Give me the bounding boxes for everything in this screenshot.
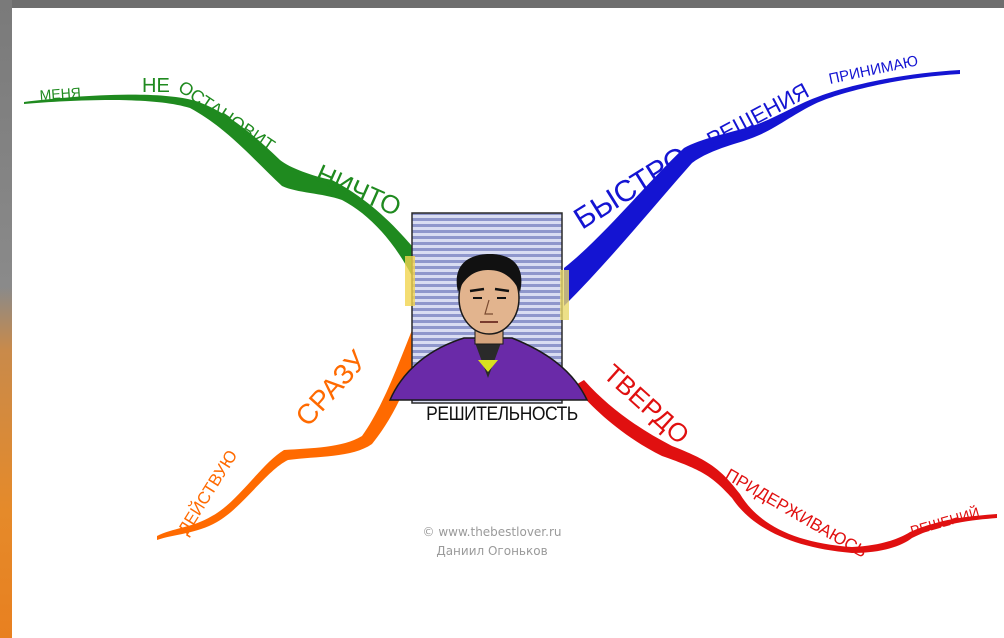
eyebrows <box>469 287 510 293</box>
portrait-left-accent <box>405 256 415 306</box>
credit-block: © www.thebestlover.ru Даниил Огоньков <box>392 523 592 561</box>
hair-shape <box>456 254 522 292</box>
word-ne: НЕ <box>142 75 170 97</box>
mindmap-svg: МЕНЯ НЕ ОСТАНОВИТ НИЧТО БЫСТРО РЕШЕНИЯ П… <box>24 52 997 562</box>
shirt-shape <box>474 340 502 378</box>
left-decor-strip <box>0 0 12 638</box>
word-ostanovit: ОСТАНОВИТ <box>175 77 279 156</box>
word-menya: МЕНЯ <box>39 84 81 103</box>
word-srazu: СРАЗУ <box>289 344 372 432</box>
blue-branch-labels: БЫСТРО РЕШЕНИЯ ПРИНИМАЮ <box>568 52 919 236</box>
branch-green-ribbon <box>24 94 412 277</box>
portrait-right-accent <box>560 270 569 320</box>
center-title: РЕШИТЕЛЬНОСТЬ <box>426 404 578 425</box>
red-branch-labels: ТВЕРДО ПРИДЕРЖИВАЮСЬ РЕШЕНИЙ <box>598 358 981 561</box>
branch-green <box>24 94 412 277</box>
word-resheniy: РЕШЕНИЙ <box>908 503 981 539</box>
credit-author: Даниил Огоньков <box>436 544 548 558</box>
word-nichto: НИЧТО <box>312 158 406 222</box>
branch-orange-ribbon <box>157 330 420 540</box>
word-resheniya: РЕШЕНИЯ <box>703 78 813 153</box>
center-node <box>388 212 589 404</box>
nose <box>484 299 493 315</box>
credit-site: © www.thebestlover.ru <box>422 525 562 539</box>
branch-orange <box>157 330 420 540</box>
shirt-accent <box>478 360 498 372</box>
man-portrait-image <box>388 254 589 401</box>
word-priderzhivayus: ПРИДЕРЖИВАЮСЬ <box>722 465 870 562</box>
orange-branch-labels: СРАЗУ ДЕЙСТВУЮ <box>174 344 372 538</box>
mindmap-canvas: МЕНЯ НЕ ОСТАНОВИТ НИЧТО БЫСТРО РЕШЕНИЯ П… <box>12 8 1004 638</box>
